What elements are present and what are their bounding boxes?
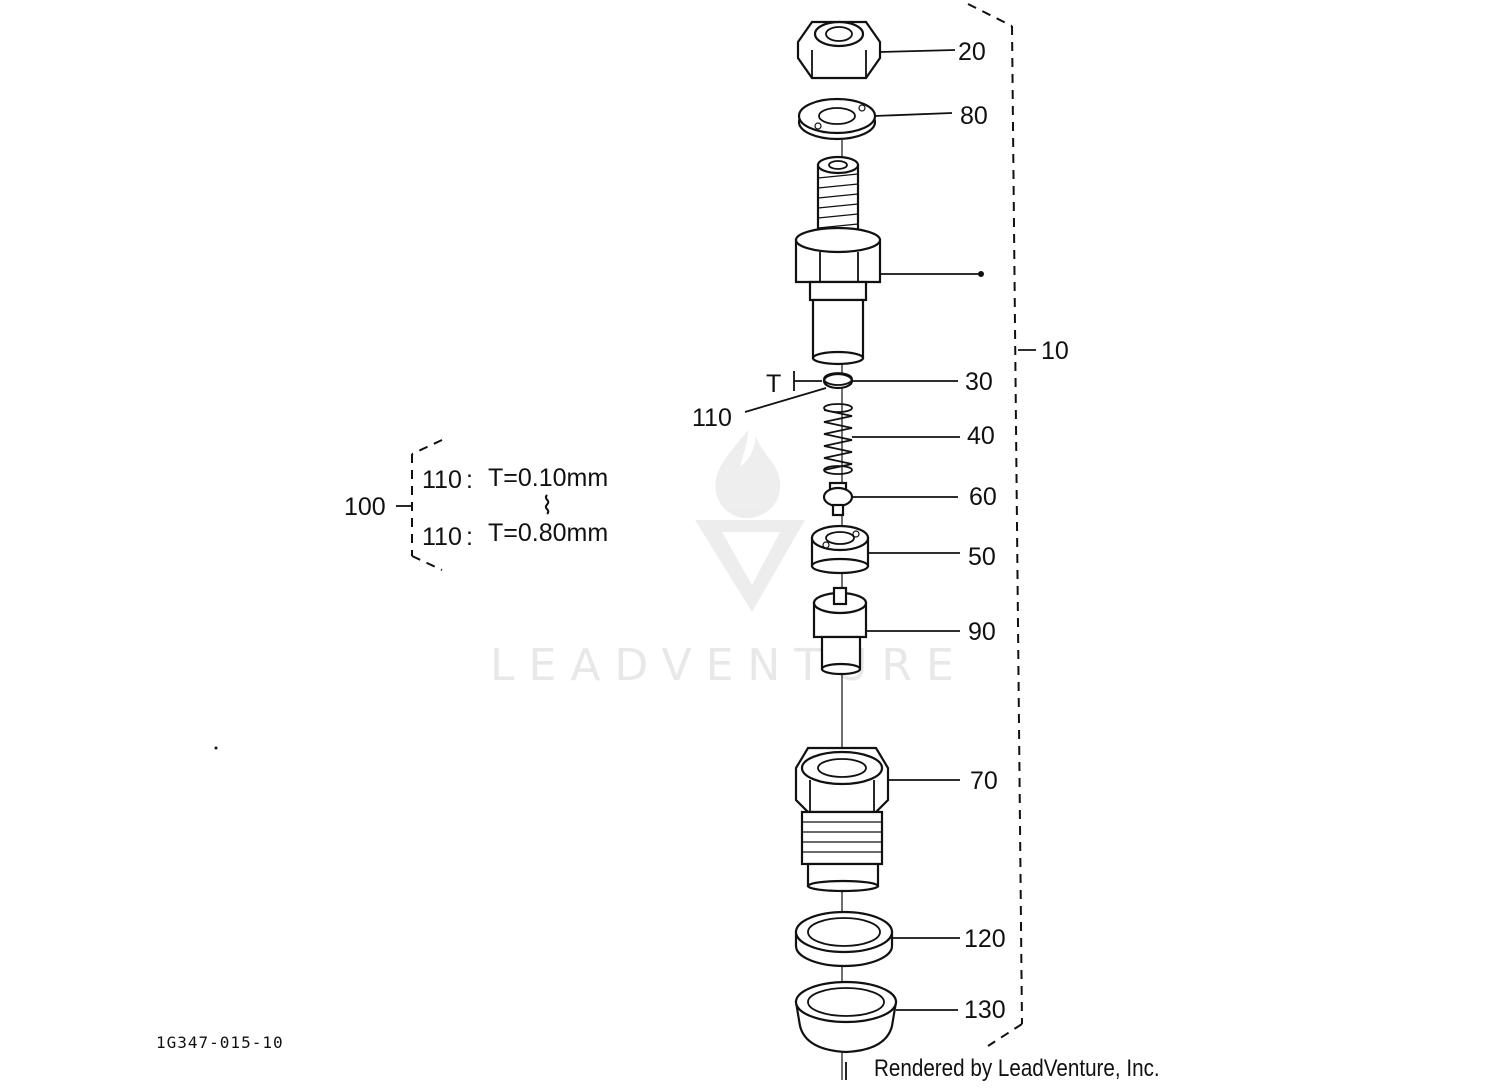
callout-50: 50: [968, 543, 996, 571]
callout-80: 80: [960, 102, 988, 130]
callout-120: 120: [964, 925, 1006, 953]
part-spring: [823, 403, 853, 475]
stray-dot: [214, 746, 218, 750]
part-heat-shield: [794, 980, 898, 1054]
callout-110: 110: [692, 404, 732, 432]
thickness-label: T: [766, 370, 781, 398]
part-nozzle: [812, 586, 868, 676]
shim-range-symbol: ⌇: [541, 492, 553, 520]
part-gasket-ring: [794, 910, 894, 968]
credit-text: Rendered by LeadVenture, Inc.: [874, 1055, 1160, 1082]
shim-row-2-sep: :: [466, 523, 473, 551]
part-pin: [822, 481, 854, 517]
callout-20: 20: [958, 38, 986, 66]
part-nozzle-holder: [794, 155, 882, 366]
shim-row-2-part: 110: [422, 523, 462, 551]
part-retaining-nut: [794, 746, 890, 893]
watermark: LEADVENTURE: [490, 430, 968, 691]
leader-lines: [744, 49, 984, 1011]
watermark-v-icon: [695, 520, 805, 612]
shim-row-1-sep: :: [466, 466, 473, 494]
watermark-text: LEADVENTURE: [490, 640, 968, 691]
callout-130: 130: [964, 996, 1006, 1024]
shim-set-ref: 100: [344, 493, 386, 521]
callout-60: 60: [969, 483, 997, 511]
shim-row-2-text: T=0.80mm: [488, 519, 608, 547]
callout-90: 90: [968, 618, 996, 646]
shim-row-1-text: T=0.10mm: [488, 464, 608, 492]
assembly-bracket: [967, 3, 1036, 1047]
callout-40: 40: [967, 422, 995, 450]
callout-70: 70: [970, 767, 998, 795]
drawing-code: 1G347-015-10: [156, 1033, 284, 1052]
part-washer-plate: [797, 97, 877, 141]
part-seat-washer: [822, 372, 854, 390]
callout-10: 10: [1041, 337, 1069, 365]
shim-set-bracket: [396, 439, 443, 571]
callout-30: 30: [965, 368, 993, 396]
shim-row-1-part: 110: [422, 466, 462, 494]
part-spacer: [810, 524, 870, 575]
thickness-marker: T: [766, 370, 822, 398]
watermark-flame-icon: [715, 430, 781, 519]
part-cap-nut: [796, 20, 882, 80]
